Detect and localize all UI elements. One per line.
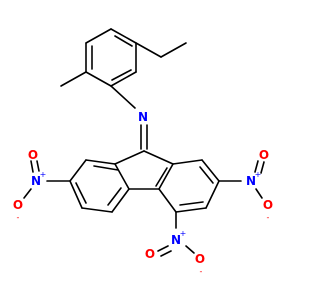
- bond: [201, 159, 220, 182]
- bond-lines: [23, 28, 265, 257]
- bond: [158, 188, 177, 213]
- bond: [143, 150, 174, 165]
- bond: [110, 85, 136, 109]
- bond: [60, 71, 87, 87]
- bond: [199, 166, 214, 184]
- bond: [85, 28, 112, 44]
- bottom-nitro-oxygen-anion-label: O: [195, 252, 205, 266]
- bond: [110, 28, 137, 44]
- bond: [158, 163, 174, 190]
- bond: [36, 160, 40, 172]
- bond: [160, 42, 187, 58]
- molecule-structure-diagram: N N + O O - N + O O - N + O O -: [13, 28, 273, 276]
- bottom-nitro-oxygen-charge: -: [200, 267, 203, 276]
- left-nitro-nitrogen-label: N: [31, 174, 41, 188]
- bond: [179, 201, 204, 206]
- bottom-nitro-nitrogen-label: N: [171, 233, 181, 247]
- bond: [30, 160, 34, 173]
- bond: [260, 161, 265, 174]
- bottom-nitro-nitrogen-charge: +: [180, 229, 187, 238]
- bond: [111, 188, 130, 213]
- left-nitro-oxygen-charge: -: [17, 213, 20, 222]
- bond: [185, 245, 195, 254]
- bottom-nitro-oxygen-double-label: O: [145, 247, 155, 261]
- left-nitro-oxygen-anion-label: O: [13, 198, 23, 212]
- bond: [69, 180, 83, 209]
- bond: [135, 42, 162, 58]
- bond: [110, 71, 137, 87]
- atom-labels: N N + O O - N + O O - N + O O -: [13, 110, 273, 276]
- right-nitro-nitrogen-charge: +: [255, 170, 262, 179]
- bond: [23, 188, 32, 199]
- bond: [114, 35, 133, 47]
- bond: [85, 71, 112, 87]
- bond: [155, 167, 168, 187]
- right-nitro-oxygen-double-label: O: [259, 148, 269, 162]
- left-nitro-oxygen-double-label: O: [28, 148, 38, 162]
- bond: [114, 163, 130, 190]
- right-nitro-nitrogen-label: N: [246, 174, 256, 188]
- left-nitro-nitrogen-charge: +: [40, 170, 47, 179]
- bond: [114, 150, 145, 165]
- bond: [175, 207, 207, 213]
- bond: [172, 159, 203, 165]
- bond: [107, 187, 122, 206]
- right-nitro-oxygen-charge: -: [267, 213, 270, 222]
- bond: [254, 160, 259, 173]
- bond: [85, 159, 116, 165]
- imine-nitrogen-label: N: [138, 110, 148, 124]
- bond: [205, 180, 220, 209]
- bond: [160, 250, 172, 257]
- right-nitro-oxygen-anion-label: O: [263, 198, 273, 212]
- bond: [111, 69, 132, 81]
- bond: [75, 182, 87, 204]
- bond: [157, 245, 169, 252]
- bond: [69, 159, 87, 182]
- bond: [255, 188, 263, 199]
- bond: [81, 207, 113, 213]
- bond: [93, 165, 119, 171]
